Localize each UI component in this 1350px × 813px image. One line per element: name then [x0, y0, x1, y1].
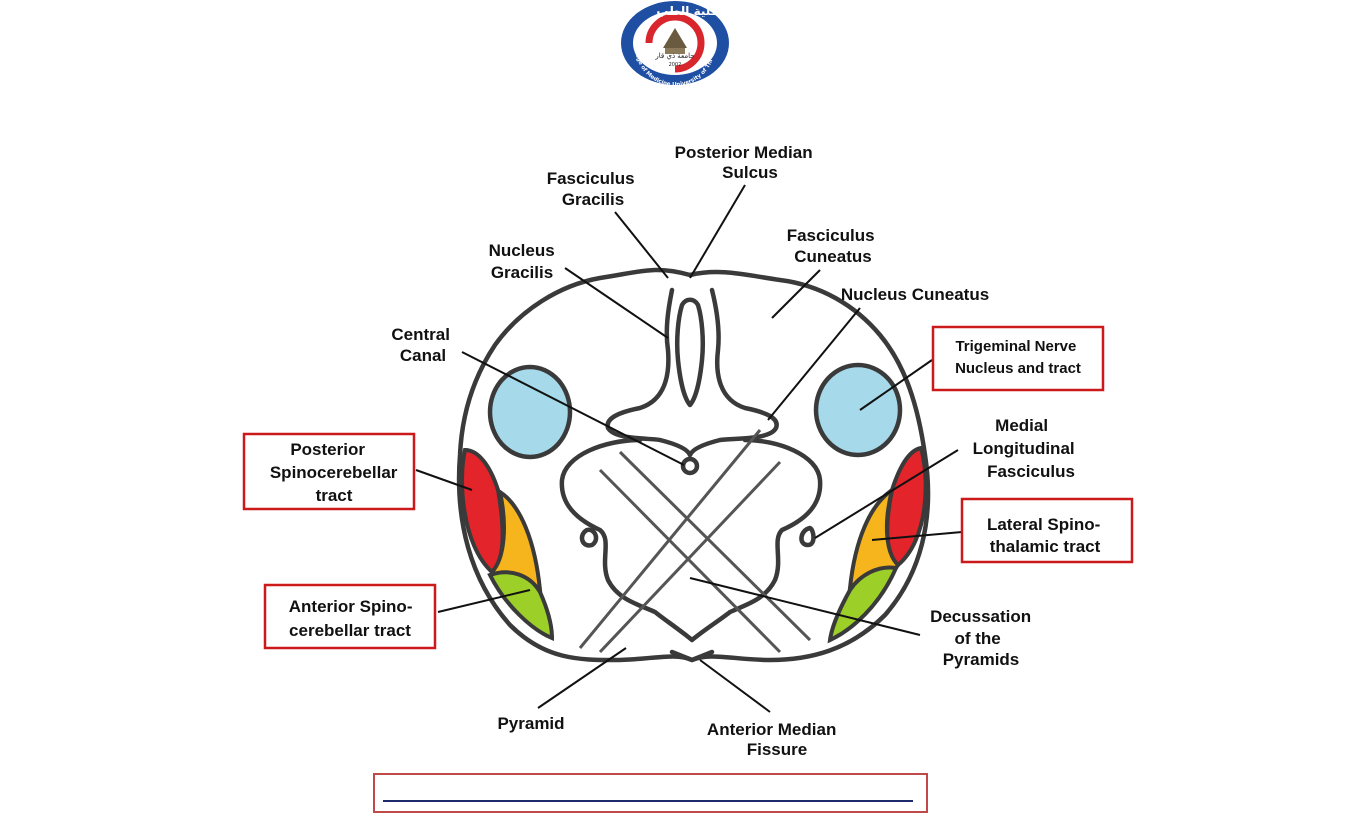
- label-pyramid: Pyramid: [497, 714, 564, 733]
- logo-year: 2002: [669, 62, 682, 68]
- label-medial-longitudinal: Medial Longitudinal Fasciculus: [973, 416, 1080, 481]
- anterior-median-fissure-line: [669, 649, 715, 663]
- posterior-spinocerebellar-highlight-box: [242, 432, 416, 511]
- label-decussation: Decussation of the Pyramids: [930, 607, 1036, 669]
- leader-central-canal: [461, 351, 685, 466]
- leader-anterior-spinocerebellar: [437, 589, 531, 613]
- footer-box: [373, 773, 928, 813]
- decussation-line-2: [598, 468, 782, 654]
- leader-fasciculus-cuneatus: [771, 269, 821, 319]
- label-nucleus-cuneatus: Nucleus Cuneatus: [841, 285, 989, 304]
- right-small-loop: [799, 525, 816, 548]
- trigeminal-region-left: [487, 364, 573, 460]
- dorsal-grey-outline: [605, 287, 779, 458]
- anterior-spinocerebellar-region-left: [487, 570, 555, 641]
- leader-lateral-spinothalamic: [871, 531, 963, 541]
- leader-posterior-spinocerebellar: [415, 469, 473, 491]
- leader-nucleus-gracilis: [564, 267, 669, 339]
- label-trigeminal: Trigeminal Nerve Nucleus and tract: [955, 338, 1081, 377]
- label-lateral-spinothalamic: Lateral Spino- thalamic tract: [987, 515, 1105, 556]
- leader-posterior-median-sulcus: [689, 184, 746, 279]
- label-anterior-spinocerebellar: Anterior Spino- cerebellar tract: [289, 597, 417, 640]
- decussation-line-4: [598, 460, 782, 654]
- leader-trigeminal: [859, 359, 933, 411]
- lateral-spinothalamic-highlight-box: [960, 497, 1134, 564]
- trigeminal-region-right: [813, 362, 903, 458]
- leader-nucleus-cuneatus: [767, 307, 861, 421]
- central-canal-shape: [680, 456, 700, 476]
- trigeminal-highlight-box: [931, 325, 1105, 392]
- leader-decussation: [689, 577, 921, 636]
- leader-medial-longitudinal: [814, 449, 959, 539]
- footer-rule: [383, 800, 913, 802]
- leader-pyramid: [537, 647, 627, 709]
- logo-arabic-title: كلية الطب: [656, 4, 717, 18]
- decussation-line-3: [618, 450, 812, 642]
- label-anterior-median-fissure: Anterior Median Fissure: [707, 720, 841, 759]
- label-fasciculus-cuneatus: Fasciculus Cuneatus: [787, 226, 880, 266]
- left-small-loop: [579, 527, 599, 548]
- anterior-spinocerebellar-highlight-box: [263, 583, 437, 650]
- label-nucleus-gracilis: Nucleus Gracilis: [489, 241, 560, 282]
- gracilis-inner-outline: [674, 297, 706, 408]
- leader-fasciculus-gracilis: [614, 211, 669, 279]
- leader-anterior-median-fissure: [699, 659, 771, 713]
- label-posterior-median-sulcus: Posterior Median Sulcus: [675, 143, 818, 182]
- label-posterior-spinocerebellar: Posterior Spinocerebellar tract: [270, 440, 402, 505]
- anterior-spinocerebellar-region-right: [827, 565, 899, 644]
- logo-arabic-subtitle: جامعة ذي قار: [654, 52, 694, 60]
- label-central-canal: Central Canal: [391, 325, 454, 365]
- label-fasciculus-gracilis: Fasciculus Gracilis: [547, 169, 640, 209]
- college-logo: كلية الطب جامعة ذي قار 2002 College of M…: [619, 0, 729, 86]
- ventral-grey-outline: [559, 437, 823, 643]
